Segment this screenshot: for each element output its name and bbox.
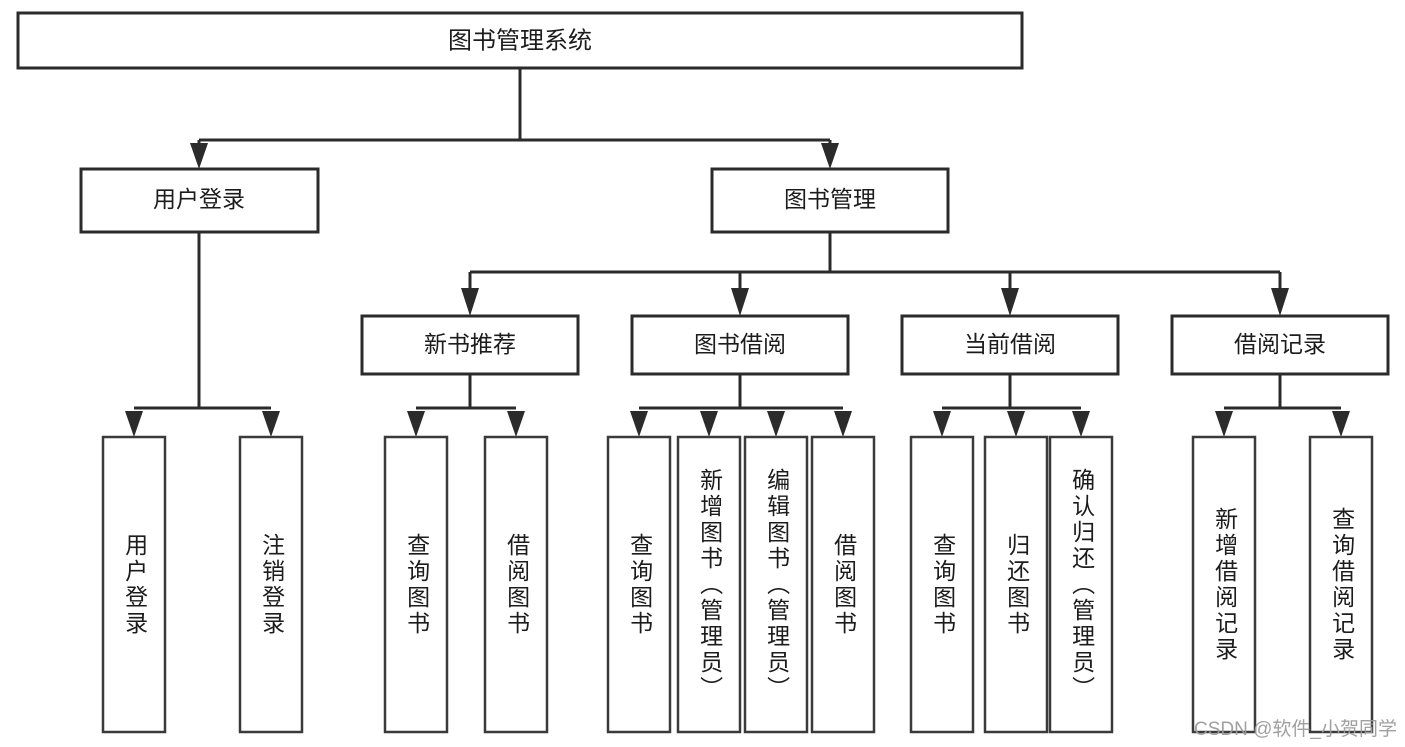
node-leaf-query-book-2-box[interactable]: [606, 435, 672, 734]
node-leaf-return-book-box[interactable]: [983, 435, 1049, 734]
arrow-to-current-borrow: [1001, 288, 1019, 316]
arrow-leaf-borrow-book-2: [834, 411, 852, 437]
node-new-book-recommend-box[interactable]: [360, 314, 580, 376]
node-borrow-record-label: 借阅记录: [1234, 331, 1326, 357]
node-leaf-borrow-book-2-box[interactable]: [810, 435, 876, 734]
node-root-box[interactable]: [16, 11, 1024, 70]
node-leaf-edit-book-box[interactable]: [743, 435, 809, 734]
arrow-to-user-login: [190, 143, 208, 169]
arrow-to-book-borrow: [731, 288, 749, 316]
arrow-to-borrow-record: [1271, 288, 1289, 316]
arrow-leaf-query-book-3: [933, 411, 951, 437]
node-leaf-add-book-box[interactable]: [676, 435, 742, 734]
arrow-leaf-query-book-2: [630, 411, 648, 437]
node-leaf-query-book-3-box[interactable]: [909, 435, 975, 734]
node-book-borrow-label: 图书借阅: [694, 331, 786, 357]
node-leaf-query-record-box[interactable]: [1308, 435, 1374, 734]
arrow-leaf-add-book: [700, 411, 718, 437]
arrow-leaf-borrow-book-1: [507, 411, 525, 437]
arrow-leaf-confirm-return: [1072, 411, 1090, 437]
node-borrow-record-box[interactable]: [1170, 314, 1390, 376]
node-book-borrow-box[interactable]: [630, 314, 850, 376]
arrow-leaf-add-record: [1215, 411, 1233, 437]
watermark-text: CSDN @软件_小贺同学: [1194, 719, 1397, 740]
arrow-to-new-book-recommend: [461, 288, 479, 316]
node-leaf-user-login-box[interactable]: [101, 435, 167, 734]
node-new-book-recommend-label: 新书推荐: [424, 331, 516, 357]
edges-group: [125, 68, 1350, 437]
node-book-manage-label: 图书管理: [784, 186, 876, 212]
arrow-leaf-logout: [262, 411, 280, 437]
arrow-leaf-edit-book: [767, 411, 785, 437]
node-current-borrow-box[interactable]: [900, 314, 1120, 376]
nodes-group: 图书管理系统 用户登录 图书管理 新书推荐 图书借阅 当前借阅 借阅记录: [16, 11, 1390, 734]
node-leaf-confirm-return-box[interactable]: [1048, 435, 1114, 734]
node-root-label: 图书管理系统: [448, 27, 592, 54]
arrow-leaf-user-login: [125, 411, 143, 437]
node-leaf-borrow-book-1-box[interactable]: [483, 435, 549, 734]
arrow-to-book-manage: [821, 143, 839, 169]
node-user-login-label: 用户登录: [153, 186, 245, 212]
node-current-borrow-label: 当前借阅: [964, 331, 1056, 357]
node-book-manage-box[interactable]: [710, 167, 950, 234]
node-user-login-box[interactable]: [79, 167, 320, 234]
arrow-leaf-return-book: [1007, 411, 1025, 437]
node-leaf-logout-box[interactable]: [238, 435, 304, 734]
arrow-leaf-query-book-1: [407, 411, 425, 437]
arrow-leaf-query-record: [1332, 411, 1350, 437]
node-leaf-query-book-1-box[interactable]: [383, 435, 449, 734]
node-leaf-add-record-box[interactable]: [1191, 435, 1257, 734]
